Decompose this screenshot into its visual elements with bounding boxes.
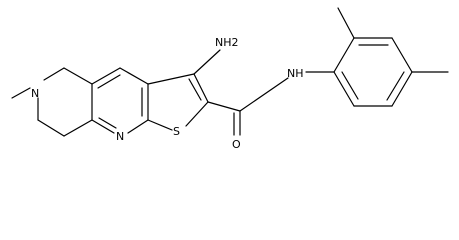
atom-amine: NH2 (215, 36, 239, 49)
atom-thiophene-s: S (173, 125, 180, 138)
atom-n-methyl: N (31, 87, 39, 100)
bond-c4a-c4 (91, 67, 121, 85)
molecule-canvas: N N S NH2 O NH (11, 7, 449, 151)
bond-c8a-n-double (98, 117, 117, 129)
bond-c2-carbonyl (207, 101, 241, 112)
structure-svg: N N S NH2 O NH (11, 7, 449, 151)
bond-c4-c3a (119, 67, 149, 85)
bond-carbonyl-nh (239, 77, 289, 112)
bond-ar3-ar4 (391, 37, 413, 73)
bond-ar6-ar1-double (341, 71, 359, 100)
bond-ortho-methyl (337, 7, 355, 39)
bond-ar6-ar1 (333, 71, 355, 107)
bond-c4-c4-double (97, 74, 121, 89)
bond-ar4-ar5 (391, 71, 413, 107)
bond-methyl-n (11, 87, 31, 99)
atom-amide-o: O (232, 138, 241, 151)
bond-n-c5 (43, 67, 65, 81)
atom-pyridine-n: N (116, 130, 124, 143)
bond-c5-c4a (63, 67, 93, 85)
bond-c3-c3a (147, 73, 195, 85)
bond-c8-c8a (63, 119, 93, 137)
atom-labels: N N S NH2 O NH (31, 36, 304, 151)
bond-n-c9a (127, 119, 149, 134)
bond-c2-c3 (193, 73, 209, 103)
bond-c2-c3-double (188, 78, 202, 101)
bonds (11, 7, 449, 137)
bond-ar4-ar5-double (386, 71, 405, 101)
bond-c3-nh2 (193, 49, 221, 75)
bond-c8a-n (91, 119, 115, 134)
bond-s-c2 (185, 101, 209, 127)
bond-c9a-s (147, 119, 173, 131)
bond-ar1-ar2 (333, 37, 355, 73)
atom-amide-nh: NH (287, 67, 304, 80)
bond-c7-c8 (37, 119, 65, 137)
